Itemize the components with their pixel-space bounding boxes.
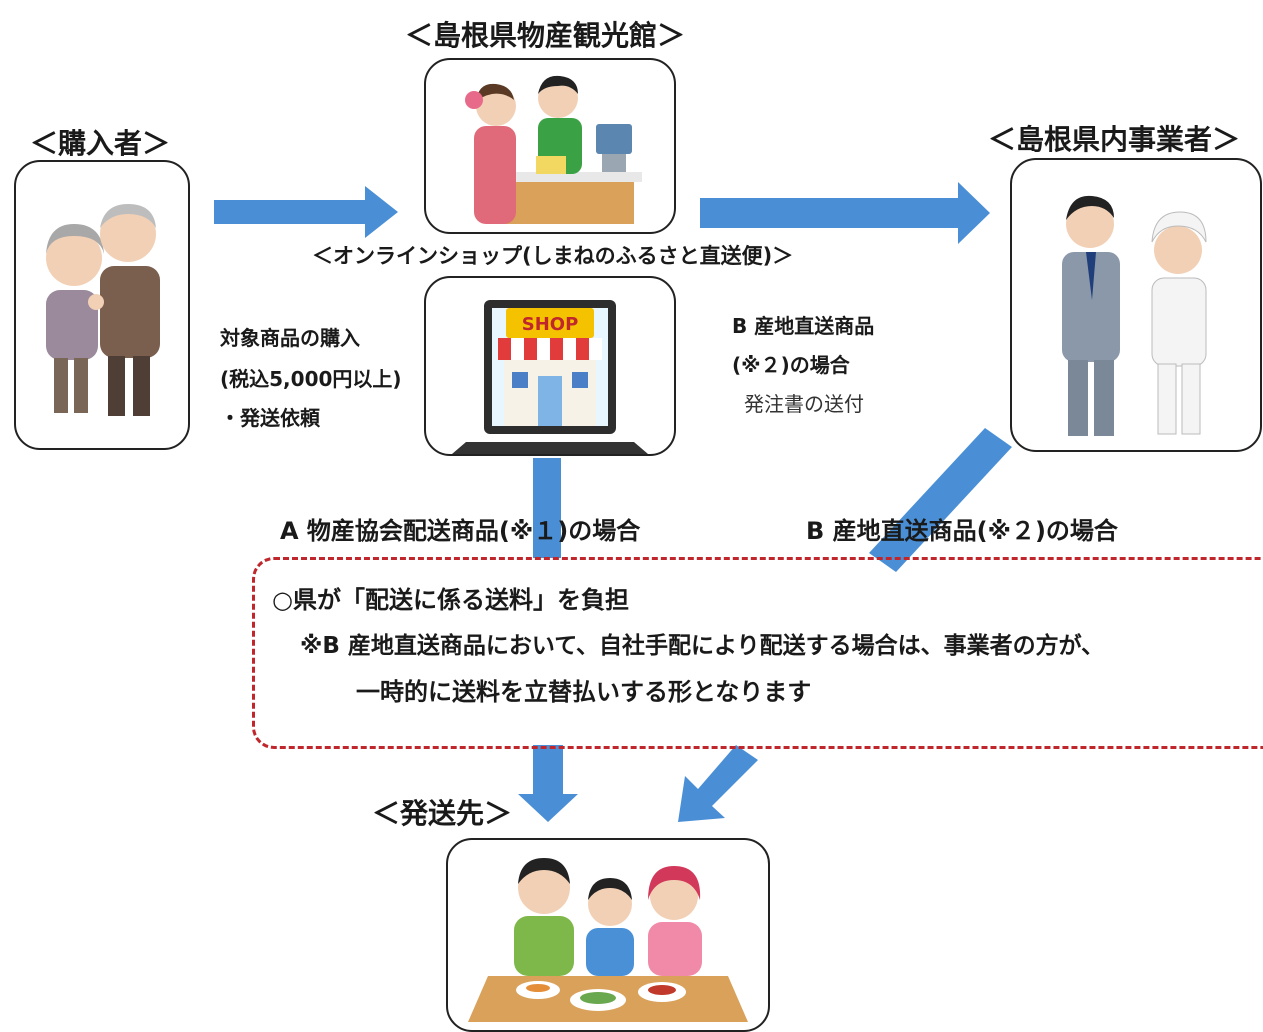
purchase-note-line1: 対象商品の購入	[220, 326, 360, 350]
business-box	[1010, 158, 1262, 452]
purchase-note-line2: (税込5,000円以上)	[220, 367, 402, 391]
shop-sign-text: SHOP	[522, 314, 579, 335]
arrow-business-diagonal	[869, 428, 1012, 572]
b-order-note-line1: B 産地直送商品	[732, 314, 875, 338]
title-destination: ＜発送先＞	[372, 797, 513, 830]
shop-clerk-icon	[465, 75, 642, 224]
kankokan-box	[424, 58, 676, 234]
b-order-note-line2: (※２)の場合	[732, 353, 850, 377]
arrow-shop-to-business	[700, 182, 990, 244]
purchase-note: 対象商品の購入 (税込5,000円以上) ・発送依頼	[220, 326, 402, 431]
notice-line1: ○県が「配送に係る送料」を負担	[272, 586, 629, 614]
title-buyer: ＜購入者＞	[30, 127, 171, 160]
arrow-buyer-to-shop	[214, 186, 398, 238]
family-meal-icon	[468, 858, 748, 1022]
b-order-note-line3: 発注書の送付	[744, 392, 864, 416]
online-shop-box: SHOP	[424, 276, 676, 456]
b-order-note: B 産地直送商品 (※２)の場合 発注書の送付	[732, 314, 874, 417]
arrow-shop-down	[533, 458, 561, 558]
buyer-box	[14, 160, 190, 450]
notice-line3: 一時的に送料を立替払いする形となります	[356, 678, 812, 706]
branch-a-label: A 物産協会配送商品(※１)の場合	[280, 517, 641, 545]
arrow-a-to-destination	[518, 745, 578, 822]
workers-icon	[1062, 195, 1207, 436]
elderly-couple-icon	[46, 204, 160, 416]
destination-box	[446, 838, 770, 1032]
title-business: ＜島根県内事業者＞	[988, 123, 1241, 156]
notice-line2: ※B 産地直送商品において、自社手配により配送する場合は、事業者の方が、	[300, 633, 1105, 659]
notice-dashed-box	[252, 557, 1263, 749]
branch-b-label: B 産地直送商品(※２)の場合	[806, 517, 1118, 545]
title-online-shop: ＜オンラインショップ(しまねのふるさと直送便)＞	[312, 244, 794, 268]
arrow-b-to-destination	[678, 745, 758, 822]
purchase-note-line3: ・発送依頼	[220, 406, 320, 430]
title-kankokan: ＜島根県物産観光館＞	[405, 19, 686, 52]
laptop-shop-icon: SHOP	[452, 300, 648, 454]
